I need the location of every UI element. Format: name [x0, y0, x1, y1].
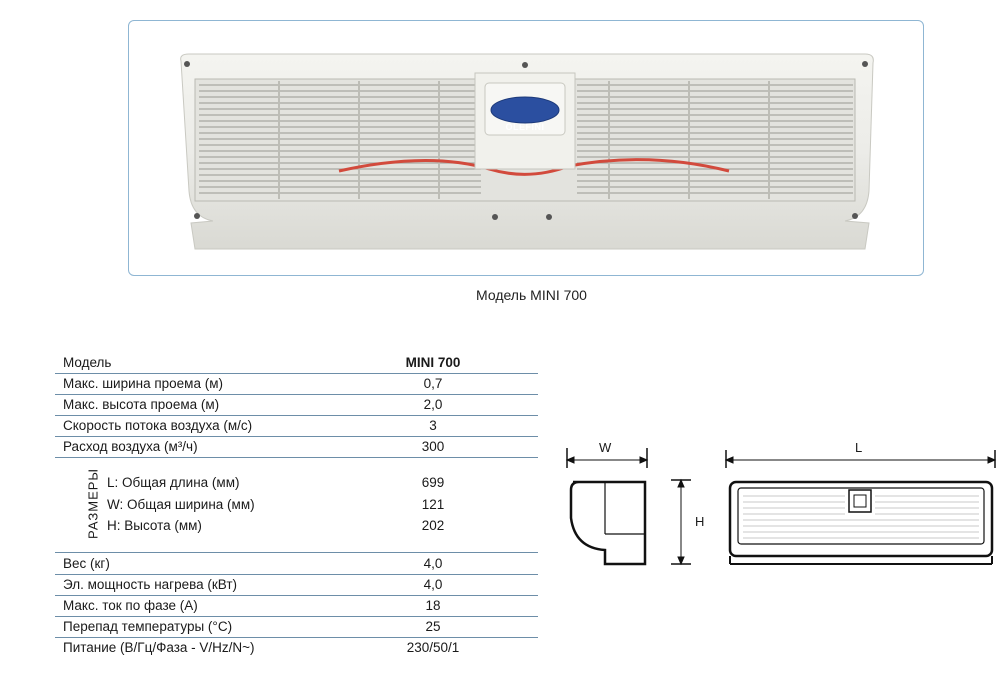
- brand-logo: OLEFINI: [505, 122, 545, 132]
- dimensions-side-label: РАЗМЕРЫ: [85, 468, 101, 539]
- header-value: MINI 700: [405, 355, 461, 370]
- dimension-label: W: Общая ширина (мм): [107, 497, 255, 512]
- table-row: Вес (кг) 4,0: [55, 553, 538, 575]
- row-value: 230/50/1: [406, 640, 460, 655]
- row-label: Эл. мощность нагрева (кВт): [63, 577, 238, 592]
- dimension-diagram: W L H: [555, 430, 1000, 585]
- row-label: Расход воздуха (м³/ч): [63, 439, 198, 454]
- table-row: Макс. высота проема (м) 2,0: [55, 394, 538, 416]
- row-label: Вес (кг): [63, 556, 110, 571]
- product-photo-frame: OLEFINI: [128, 20, 924, 276]
- table-row: Макс. ток по фазе (А) 18: [55, 595, 538, 617]
- row-label: Перепад температуры (°С): [63, 619, 233, 634]
- table-header-row: Модель MINI 700: [55, 352, 538, 374]
- row-value: 2,0: [423, 397, 443, 412]
- dimension-label: H: Высота (мм): [107, 518, 202, 533]
- dimensions-block: РАЗМЕРЫ L: Общая длина (мм) 699 W: Общая…: [55, 458, 538, 553]
- dimension-value: 121: [421, 497, 445, 512]
- row-value: 4,0: [423, 577, 443, 592]
- row-value: 25: [425, 619, 441, 634]
- dimension-value: 202: [421, 518, 445, 533]
- row-value: 0,7: [423, 376, 443, 391]
- row-value: 4,0: [423, 556, 443, 571]
- row-label: Скорость потока воздуха (м/с): [63, 418, 253, 433]
- table-row: Питание (В/Гц/Фаза - V/Hz/N~) 230/50/1: [55, 637, 538, 658]
- header-label: Модель: [63, 355, 112, 370]
- table-row: Расход воздуха (м³/ч) 300: [55, 436, 538, 458]
- dimension-label: L: Общая длина (мм): [107, 475, 240, 490]
- row-value: 3: [429, 418, 437, 433]
- photo-caption: Модель MINI 700: [476, 287, 587, 303]
- table-row: Макс. ширина проема (м) 0,7: [55, 373, 538, 395]
- length-label: L: [855, 440, 863, 455]
- dimension-row: H: Высота (мм) 202: [107, 516, 537, 536]
- row-value: 18: [425, 598, 441, 613]
- row-value: 300: [421, 439, 445, 454]
- row-label: Макс. высота проема (м): [63, 397, 220, 412]
- table-row: Перепад температуры (°С) 25: [55, 616, 538, 638]
- dimension-row: L: Общая длина (мм) 699: [107, 473, 537, 493]
- dimension-drawing: [565, 448, 997, 566]
- dimension-row: W: Общая ширина (мм) 121: [107, 495, 537, 515]
- height-label: H: [695, 514, 705, 529]
- row-label: Макс. ток по фазе (А): [63, 598, 198, 613]
- table-row: Скорость потока воздуха (м/с) 3: [55, 415, 538, 437]
- air-curtain-image: [180, 53, 874, 250]
- width-label: W: [599, 440, 612, 455]
- dimension-value: 699: [421, 475, 445, 490]
- row-label: Питание (В/Гц/Фаза - V/Hz/N~): [63, 640, 255, 655]
- table-row: Эл. мощность нагрева (кВт) 4,0: [55, 574, 538, 596]
- row-label: Макс. ширина проема (м): [63, 376, 223, 391]
